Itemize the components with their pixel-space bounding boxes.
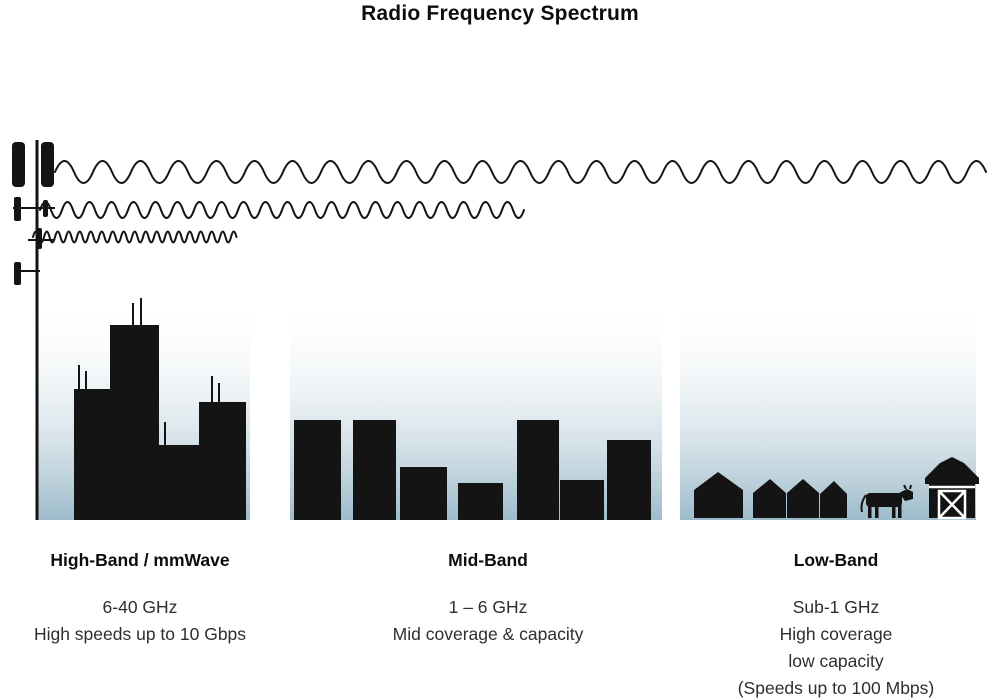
band-name-low: Low-Band xyxy=(793,550,879,570)
building xyxy=(607,440,651,520)
skyscraper xyxy=(159,445,200,520)
band-detail-low-3: (Speeds up to 100 Mbps) xyxy=(737,678,935,698)
city-skyline xyxy=(74,298,246,520)
medium-wavelength-wave xyxy=(39,201,525,219)
band-detail-mid: Mid coverage & capacity xyxy=(392,624,584,644)
building xyxy=(560,480,604,520)
mid-band-buildings xyxy=(294,420,651,520)
building xyxy=(294,420,341,520)
building xyxy=(353,420,396,520)
barn-icon xyxy=(925,457,979,520)
skyscraper xyxy=(74,389,111,520)
band-frequency-low: Sub-1 GHz xyxy=(792,597,880,617)
building xyxy=(458,483,503,520)
building xyxy=(517,420,559,520)
building xyxy=(400,467,447,520)
rural-scene xyxy=(694,457,979,520)
band-label-high: High-Band / mmWave 6-40 GHz High speeds … xyxy=(0,550,280,648)
short-wavelength-wave xyxy=(32,230,238,244)
band-detail-low-1: High coverage xyxy=(779,624,893,644)
band-label-mid: Mid-Band 1 – 6 GHz Mid coverage & capaci… xyxy=(338,550,638,648)
long-wavelength-wave xyxy=(54,160,987,184)
band-frequency-mid: 1 – 6 GHz xyxy=(448,597,528,617)
band-frequency-high: 6-40 GHz xyxy=(102,597,178,617)
band-name-mid: Mid-Band xyxy=(448,550,528,570)
house-icon xyxy=(820,481,847,518)
spectrum-illustration xyxy=(12,140,987,520)
cell-tower-icon xyxy=(12,140,55,520)
band-label-low: Low-Band Sub-1 GHz High coverage low cap… xyxy=(686,550,986,700)
house-icon xyxy=(787,479,819,518)
house-icon xyxy=(753,479,786,518)
radio-waves xyxy=(32,160,987,244)
band-detail-low-2: low capacity xyxy=(788,651,884,671)
page-title: Radio Frequency Spectrum xyxy=(361,2,639,25)
skyscraper xyxy=(199,402,246,520)
band-detail-high: High speeds up to 10 Gbps xyxy=(33,624,247,644)
band-name-high: High-Band / mmWave xyxy=(50,550,230,570)
cow-icon xyxy=(860,484,913,518)
house-icon xyxy=(694,472,743,518)
skyscraper xyxy=(110,325,159,520)
